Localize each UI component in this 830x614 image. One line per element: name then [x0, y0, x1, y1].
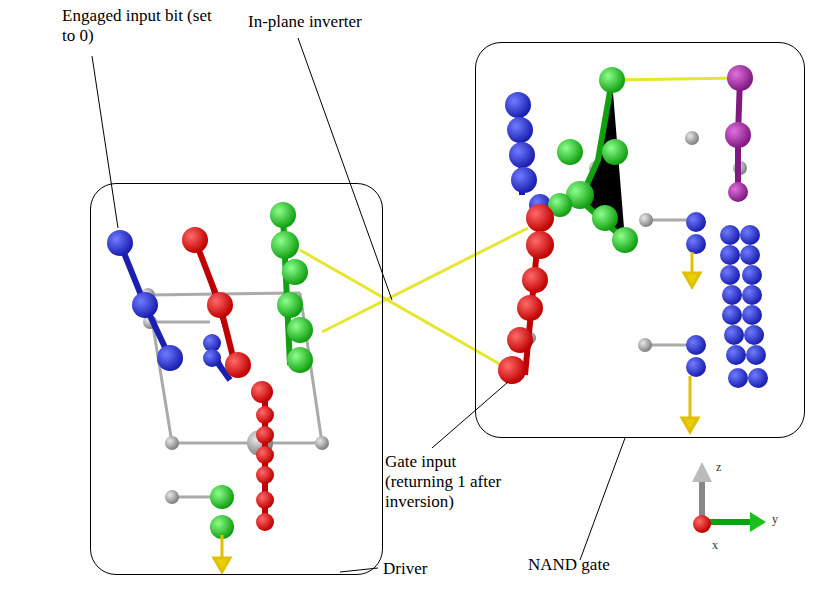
- axis-label: z: [716, 460, 730, 474]
- axis-label: y: [772, 512, 786, 526]
- callout-label: Engaged input bit (set to 0): [62, 6, 212, 46]
- group-label: NAND gate: [528, 555, 648, 575]
- group-box: NAND gate: [475, 42, 805, 438]
- group-label: Driver: [383, 559, 463, 579]
- callout-label: In-plane inverter: [248, 12, 418, 32]
- group-box: Driver: [90, 183, 383, 575]
- callout-label: Gate input (returning 1 after inversion): [385, 452, 525, 512]
- axis-label: x: [712, 538, 726, 552]
